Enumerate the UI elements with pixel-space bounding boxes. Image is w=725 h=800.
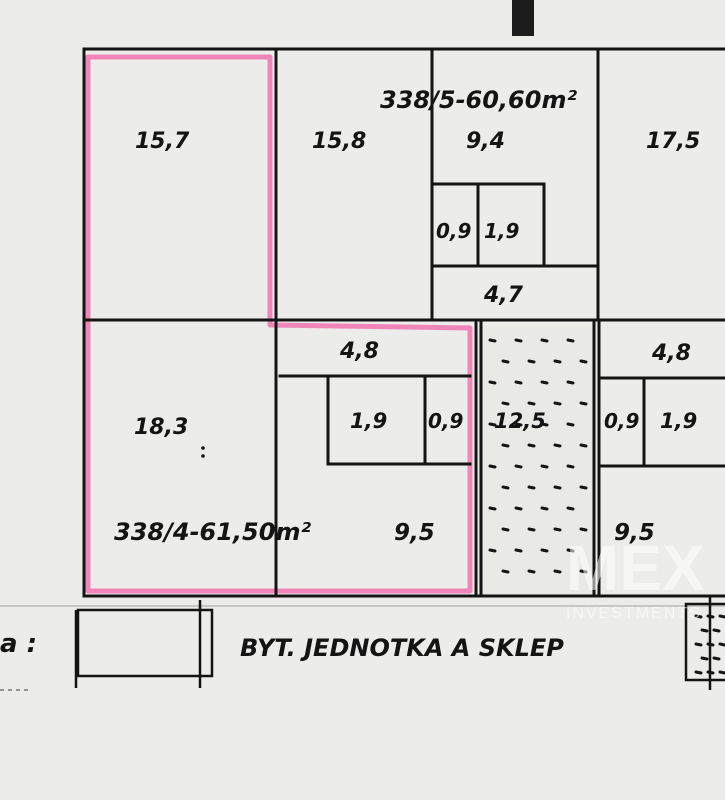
- room-area-label: 1,9: [484, 219, 520, 243]
- room-area-label: 1,9: [350, 409, 387, 433]
- room-area-label: 4,7: [483, 283, 524, 308]
- walls: [82, 47, 725, 598]
- room-area-label: 18,3: [134, 415, 188, 440]
- dot-mark: [201, 446, 205, 450]
- stair-hatch-area: [478, 326, 596, 596]
- room-area-label: 9,4: [466, 129, 505, 154]
- room-area-label: 9,5: [394, 520, 435, 546]
- highlight-outline: [85, 54, 473, 594]
- room-area-label: 15,8: [312, 129, 366, 154]
- room-area-label: 15,7: [135, 129, 190, 154]
- room-area-label: 4,8: [651, 341, 691, 366]
- unit-label-upper: 338/5-60,60m²: [380, 86, 577, 114]
- unit-label-lower: 338/4-61,50m²: [114, 518, 311, 546]
- room-area-label: 0,9: [604, 409, 640, 433]
- dot-mark: [201, 454, 205, 458]
- legend-hatch-sample: [694, 614, 725, 675]
- legend-prefix: a :: [0, 629, 37, 659]
- room-area-label: 1,9: [660, 409, 697, 433]
- room-area-label: 9,5: [614, 520, 655, 546]
- room-area-label: 12,5: [494, 409, 546, 433]
- watermark-brand: MEX: [566, 532, 705, 604]
- wall-stub: [512, 0, 534, 36]
- legend-label: BYT. JEDNOTKA A SKLEP: [240, 634, 564, 662]
- room-area-label: 0,9: [436, 219, 472, 243]
- room-area-label: 0,9: [428, 409, 464, 433]
- room-area-label: 4,8: [339, 339, 379, 364]
- room-area-label: 17,5: [646, 129, 700, 154]
- watermark-sub: INVESTMENTS: [566, 605, 702, 622]
